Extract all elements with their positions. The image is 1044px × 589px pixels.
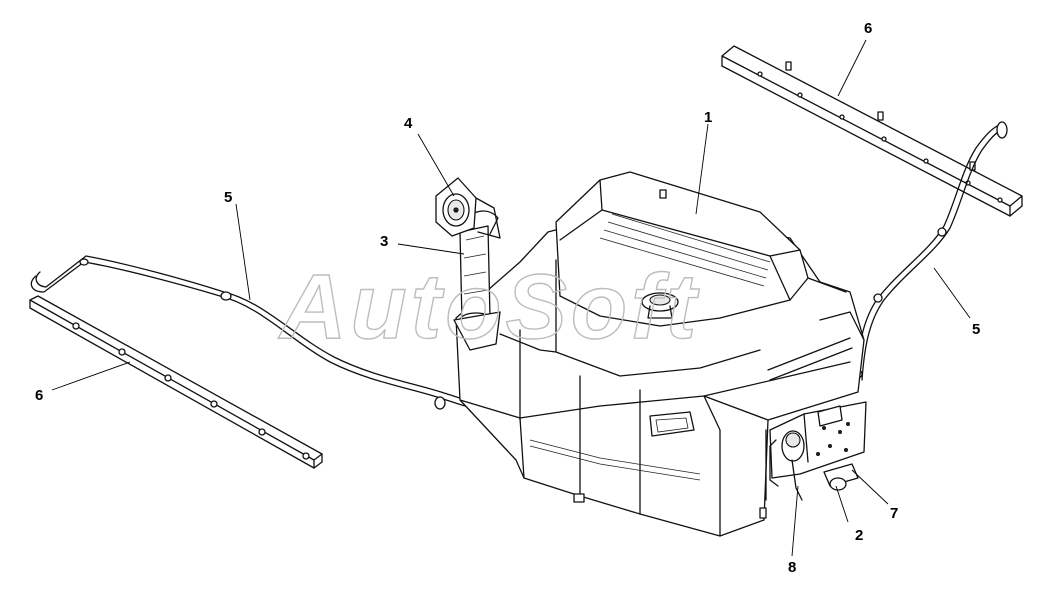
callout-1: 1: [704, 109, 712, 126]
pump-filter-unit: [765, 401, 867, 501]
watermark-text: AutoSoft: [278, 256, 700, 358]
callout-7: 7: [890, 505, 898, 522]
fuel-line-right: [853, 121, 1008, 381]
mounting-bracket-bottom-left: [29, 295, 323, 469]
callout-8: 8: [788, 559, 796, 576]
callout-3: 3: [380, 233, 388, 250]
callout-2: 2: [855, 527, 863, 544]
leader-lines: [51, 39, 971, 557]
mounting-bracket-top-right: [721, 45, 1023, 217]
fuel-tank: [455, 171, 865, 537]
callout-5-left: 5: [224, 189, 232, 206]
callout-6-left: 6: [35, 387, 43, 404]
callout-6-top: 6: [864, 20, 872, 37]
filler-cap: [435, 177, 501, 239]
callout-5-right: 5: [972, 321, 980, 338]
callout-labels: 1 2 3 4 5 5 6 6 7 8: [35, 20, 980, 576]
callout-4: 4: [404, 115, 413, 132]
